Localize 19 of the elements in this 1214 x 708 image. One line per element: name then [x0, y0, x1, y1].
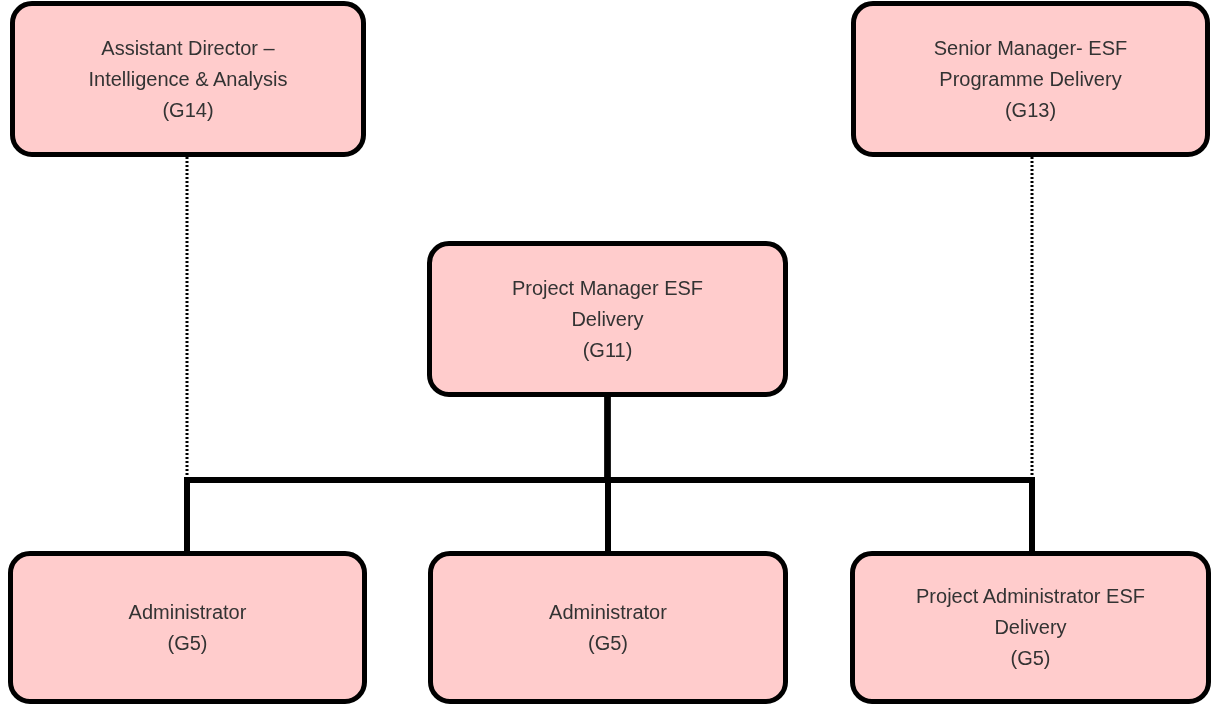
role-box: [427, 241, 788, 397]
role-box: [8, 551, 367, 704]
role-box: [851, 1, 1210, 157]
grade-label: (G5): [1010, 646, 1051, 671]
role-box: [850, 551, 1211, 704]
role-title: Project Manager ESF Delivery: [510, 275, 705, 332]
role-box: [10, 1, 366, 157]
connector-line: [604, 397, 1035, 551]
grade-label: (G5): [588, 630, 628, 656]
grade-label: (G5): [167, 630, 208, 656]
grade-label: (G11): [582, 337, 633, 363]
role-title: Project Administrator ESF Delivery: [915, 584, 1146, 640]
role-title: Senior Manager- ESF Programme Delivery: [932, 35, 1129, 92]
role-title: Assistant Director – Intelligence & Analysis: [87, 35, 289, 92]
role-title: Administrator: [128, 599, 247, 625]
grade-label: (G14): [162, 97, 214, 123]
role-title: Administrator: [549, 599, 667, 625]
role-box: [428, 551, 788, 704]
grade-label: (G13): [1004, 97, 1057, 123]
